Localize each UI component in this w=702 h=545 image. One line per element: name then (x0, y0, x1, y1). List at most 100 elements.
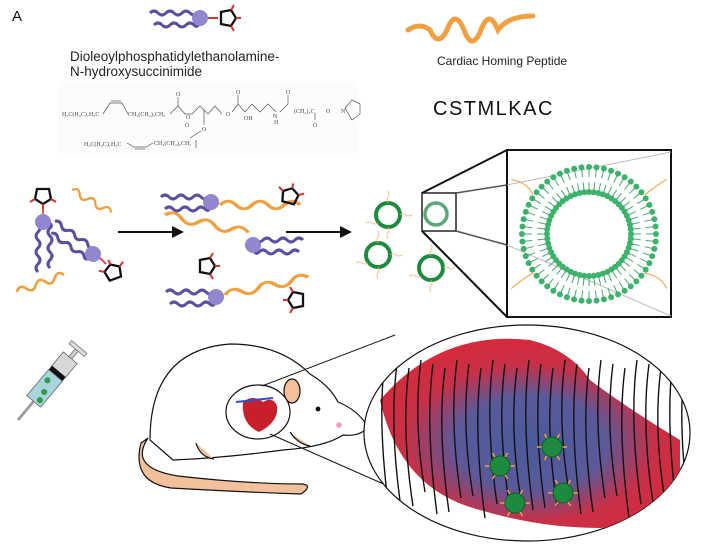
liposome-highlighted (423, 201, 449, 227)
peptide-icon (405, 13, 536, 44)
phospholipid-tail (594, 290, 597, 301)
phospholipid-tail (601, 289, 605, 300)
fiber-line (585, 367, 594, 513)
fiber-line (417, 359, 426, 493)
phospholipid-tail (618, 177, 626, 187)
particle-peptide (554, 479, 559, 485)
released-nhs (281, 285, 305, 315)
reaction-arrow-2 (286, 226, 352, 238)
phospholipid-tail (541, 251, 552, 258)
phospholipid-tail (582, 275, 585, 286)
phospholipid-tail (546, 181, 554, 190)
phospholipid-tail (621, 201, 630, 209)
surface-peptide (644, 272, 668, 289)
phospholipid-tail (538, 221, 549, 226)
svg-text:O: O (202, 127, 207, 133)
liposome (354, 229, 404, 281)
svg-text:H₃C(H₂C)₇H₂C: H₃C(H₂C)₇H₂C (62, 111, 99, 118)
lipid-name-label: Dioleoylphosphatidylethanolamine- N-hydr… (70, 49, 279, 79)
liposome-zoom-inset (421, 149, 672, 318)
particle-peptide (567, 479, 572, 485)
svg-text:H: H (274, 120, 279, 126)
phospholipid-tail (532, 197, 542, 205)
phospholipid-tail (594, 167, 597, 178)
phospholipid-tail (624, 205, 634, 213)
phospholipid-tail (602, 273, 607, 284)
svg-text:H₃C(H₂C)₇H₂C: H₃C(H₂C)₇H₂C (84, 141, 121, 148)
reactants-group (14, 186, 129, 297)
targeted-liposome (541, 436, 563, 458)
phospholipid-tail (560, 189, 568, 199)
phospholipid-tail (582, 182, 585, 193)
phospholipid-tail (539, 247, 550, 252)
phospholipid-tail (546, 278, 554, 287)
svg-text:O: O (176, 92, 181, 98)
phospholipid-tail (614, 266, 622, 275)
phospholipid-tail (539, 216, 550, 221)
fiber-line (429, 363, 438, 515)
fiber-line (657, 367, 666, 501)
phospholipid-tail (565, 271, 572, 282)
particle-peptide (556, 433, 561, 439)
fiber-line (621, 367, 630, 519)
phospholipid-tail (642, 211, 653, 216)
particle-peptide (504, 474, 509, 480)
phospholipid-tail (571, 273, 576, 284)
fiber-line (513, 367, 522, 501)
reaction-arrow-1 (118, 226, 184, 238)
fiber-line (645, 363, 654, 503)
targeted-liposome (489, 455, 511, 477)
phospholipid-tail (556, 193, 564, 202)
svg-text:(CH₂)₃C: (CH₂)₃C (294, 108, 315, 115)
lipid-nhs-molecule (45, 217, 106, 268)
peptide-strand (69, 186, 114, 217)
phospholipid-tail (551, 263, 560, 272)
phospholipid-tail (559, 285, 565, 295)
fiber-line (441, 367, 450, 513)
phospholipid-tail (576, 183, 581, 194)
svg-text:N: N (341, 109, 346, 115)
phospholipid-tail (618, 263, 627, 272)
phospholipid-tail (607, 287, 612, 298)
phospholipid-tail (571, 184, 576, 195)
fiber-line (597, 359, 606, 499)
svg-text:O: O (313, 123, 318, 129)
svg-text:O: O (226, 112, 231, 118)
svg-text:OH: OH (244, 116, 253, 122)
phospholipid-tail (624, 181, 632, 190)
particle-peptide (519, 511, 524, 517)
phospholipid-tail (601, 168, 605, 179)
phospholipid-tail (556, 266, 564, 275)
fiber-line (609, 363, 618, 497)
phospholipid-tail (525, 211, 536, 216)
particle-peptide (504, 452, 509, 458)
phospholipid-tail (607, 170, 612, 181)
phospholipid-tail (552, 281, 560, 291)
phospholipid-tail (606, 186, 613, 197)
phospholipid-tail (626, 251, 637, 258)
phospholipid-tail (642, 252, 653, 257)
nhs-group (28, 187, 58, 211)
phospholipid-tail (628, 273, 637, 282)
phospholipid-tail (581, 167, 584, 178)
phospholipid-tail (628, 216, 639, 221)
phospholipid-tail (548, 201, 557, 209)
fiber-line (537, 363, 546, 509)
phospholipid-tail (551, 196, 560, 205)
svg-text:CH₂(CH₂)₅CH₂: CH₂(CH₂)₅CH₂ (154, 140, 191, 147)
surface-peptide (644, 179, 668, 196)
svg-text:N: N (273, 114, 278, 120)
cardiac-tissue-inset (363, 324, 691, 542)
phospholipid-tail (633, 191, 642, 199)
phospholipid-tail (610, 269, 618, 279)
particle-peptide (506, 489, 511, 495)
phospholipid-tail (528, 204, 538, 210)
phospholipid-tail (597, 183, 602, 194)
lipid-nhs-icon (148, 3, 243, 33)
svg-text:CH₂(CH₂)₅CH₂: CH₂(CH₂)₅CH₂ (128, 111, 165, 118)
surface-peptide (511, 179, 534, 196)
phospholipid-tail (633, 269, 642, 277)
phospholipid-tail (541, 210, 552, 217)
phospholipid-tail (630, 227, 641, 230)
targeted-liposome (552, 482, 574, 504)
